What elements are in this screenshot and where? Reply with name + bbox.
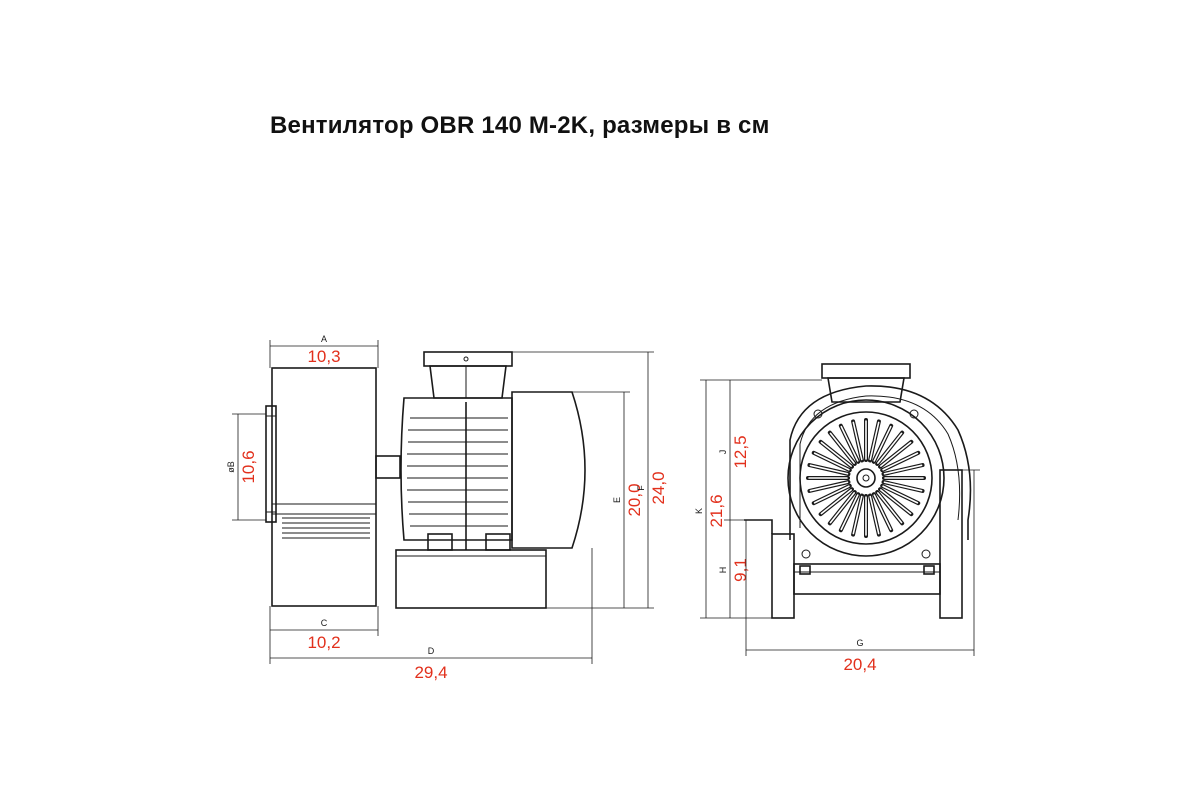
fan-housing [271,367,377,607]
dim-g-value: 20,4 [843,655,876,674]
fan-fin-highlight [869,495,880,535]
dim-e: E 20,0 [546,391,644,609]
outlet-grille [282,517,370,539]
fan-fin-highlight [883,481,923,492]
dim-j: J 12,5 [718,380,750,521]
dim-k-letter: K [694,508,704,514]
dim-e-letter: E [612,497,622,503]
coupling [375,455,401,479]
scroll-housing [789,385,972,540]
fan-fin-highlight [882,485,919,504]
motor-inner-ring [799,411,933,545]
fan-fin-highlight [852,421,863,461]
right-leg [939,469,963,619]
dim-d-value: 29,4 [414,663,447,682]
dim-h-value: 9,1 [731,558,750,582]
fan-fin-highlight [829,432,855,464]
fan-fin-highlight [880,441,912,467]
dim-a-value: 10,3 [307,347,340,366]
dim-a-letter: A [321,334,327,344]
bolt-top-left [813,409,823,419]
fan-fin-highlight [840,494,859,531]
dim-h-letter: H [718,567,728,574]
fan-fin-highlight [880,489,912,515]
fan-fin-highlight [873,494,892,531]
dim-c-value: 10,2 [307,633,340,652]
dim-d: D 29,4 [269,548,593,682]
front-terminal-box [827,377,905,403]
dim-b-letter: øB [226,461,236,473]
fan-fin-highlight [873,425,892,462]
dim-h: H 9,1 [718,520,750,618]
inlet-flange [265,405,277,523]
dim-c-letter: C [321,618,328,628]
motor-foot-right [485,533,511,551]
bolt-bottom-right [921,549,931,559]
dim-g: G 20,4 [745,469,980,674]
dim-k: K 21,6 [694,379,822,619]
fan-fin-highlight [820,489,852,515]
motor-foot-left [427,533,453,551]
dim-f-letter: F [636,485,646,491]
dim-f-value: 24,0 [649,471,668,504]
motor-outer-ring [787,399,945,557]
front-view: K 21,6 J 12,5 H 9,1 G 20,4 [694,363,980,674]
motor-end-cap [511,391,586,549]
dim-j-value: 12,5 [731,435,750,468]
dim-j-letter: J [718,450,728,455]
fan-fin-highlight [852,495,863,535]
left-leg [771,533,795,619]
motor-body [400,397,513,541]
fan-fin-highlight [877,492,903,524]
fan-fin-highlight [883,464,923,475]
bolt-top-right [909,409,919,419]
fan-fin-highlight [829,492,855,524]
fan-fin-highlight [809,481,849,492]
side-view: A 10,3 øB 10,6 C 10,2 D 29,4 [226,334,668,682]
fan-cover-fins [806,418,926,538]
fan-fin-highlight [820,441,852,467]
motor-fins [407,417,508,527]
bolt-bottom-left [801,549,811,559]
base-plate [395,549,547,609]
base-bracket [793,563,941,595]
fan-fin-highlight [813,452,850,471]
fan-fin-highlight [882,452,919,471]
dim-f: F 24,0 [512,351,668,609]
dim-c: C 10,2 [269,606,379,652]
dim-d-letter: D [428,646,435,656]
fan-fin-highlight [809,464,849,475]
terminal-box [429,365,507,399]
dim-b: øB 10,6 [226,413,266,521]
dim-a: A 10,3 [269,334,379,368]
shaft-center [856,468,876,488]
fan-fin-highlight [869,421,880,461]
dim-g-letter: G [856,638,863,648]
fan-fin-highlight [877,432,903,464]
front-terminal-box-lid [821,363,911,379]
fan-fin-highlight [840,425,859,462]
dim-k-value: 21,6 [707,494,726,527]
dim-e-value: 20,0 [625,483,644,516]
dim-b-value: 10,6 [239,450,258,483]
page-title: Вентилятор OBR 140 M-2K, размеры в см [270,112,770,139]
fan-fin-highlight [813,485,850,504]
